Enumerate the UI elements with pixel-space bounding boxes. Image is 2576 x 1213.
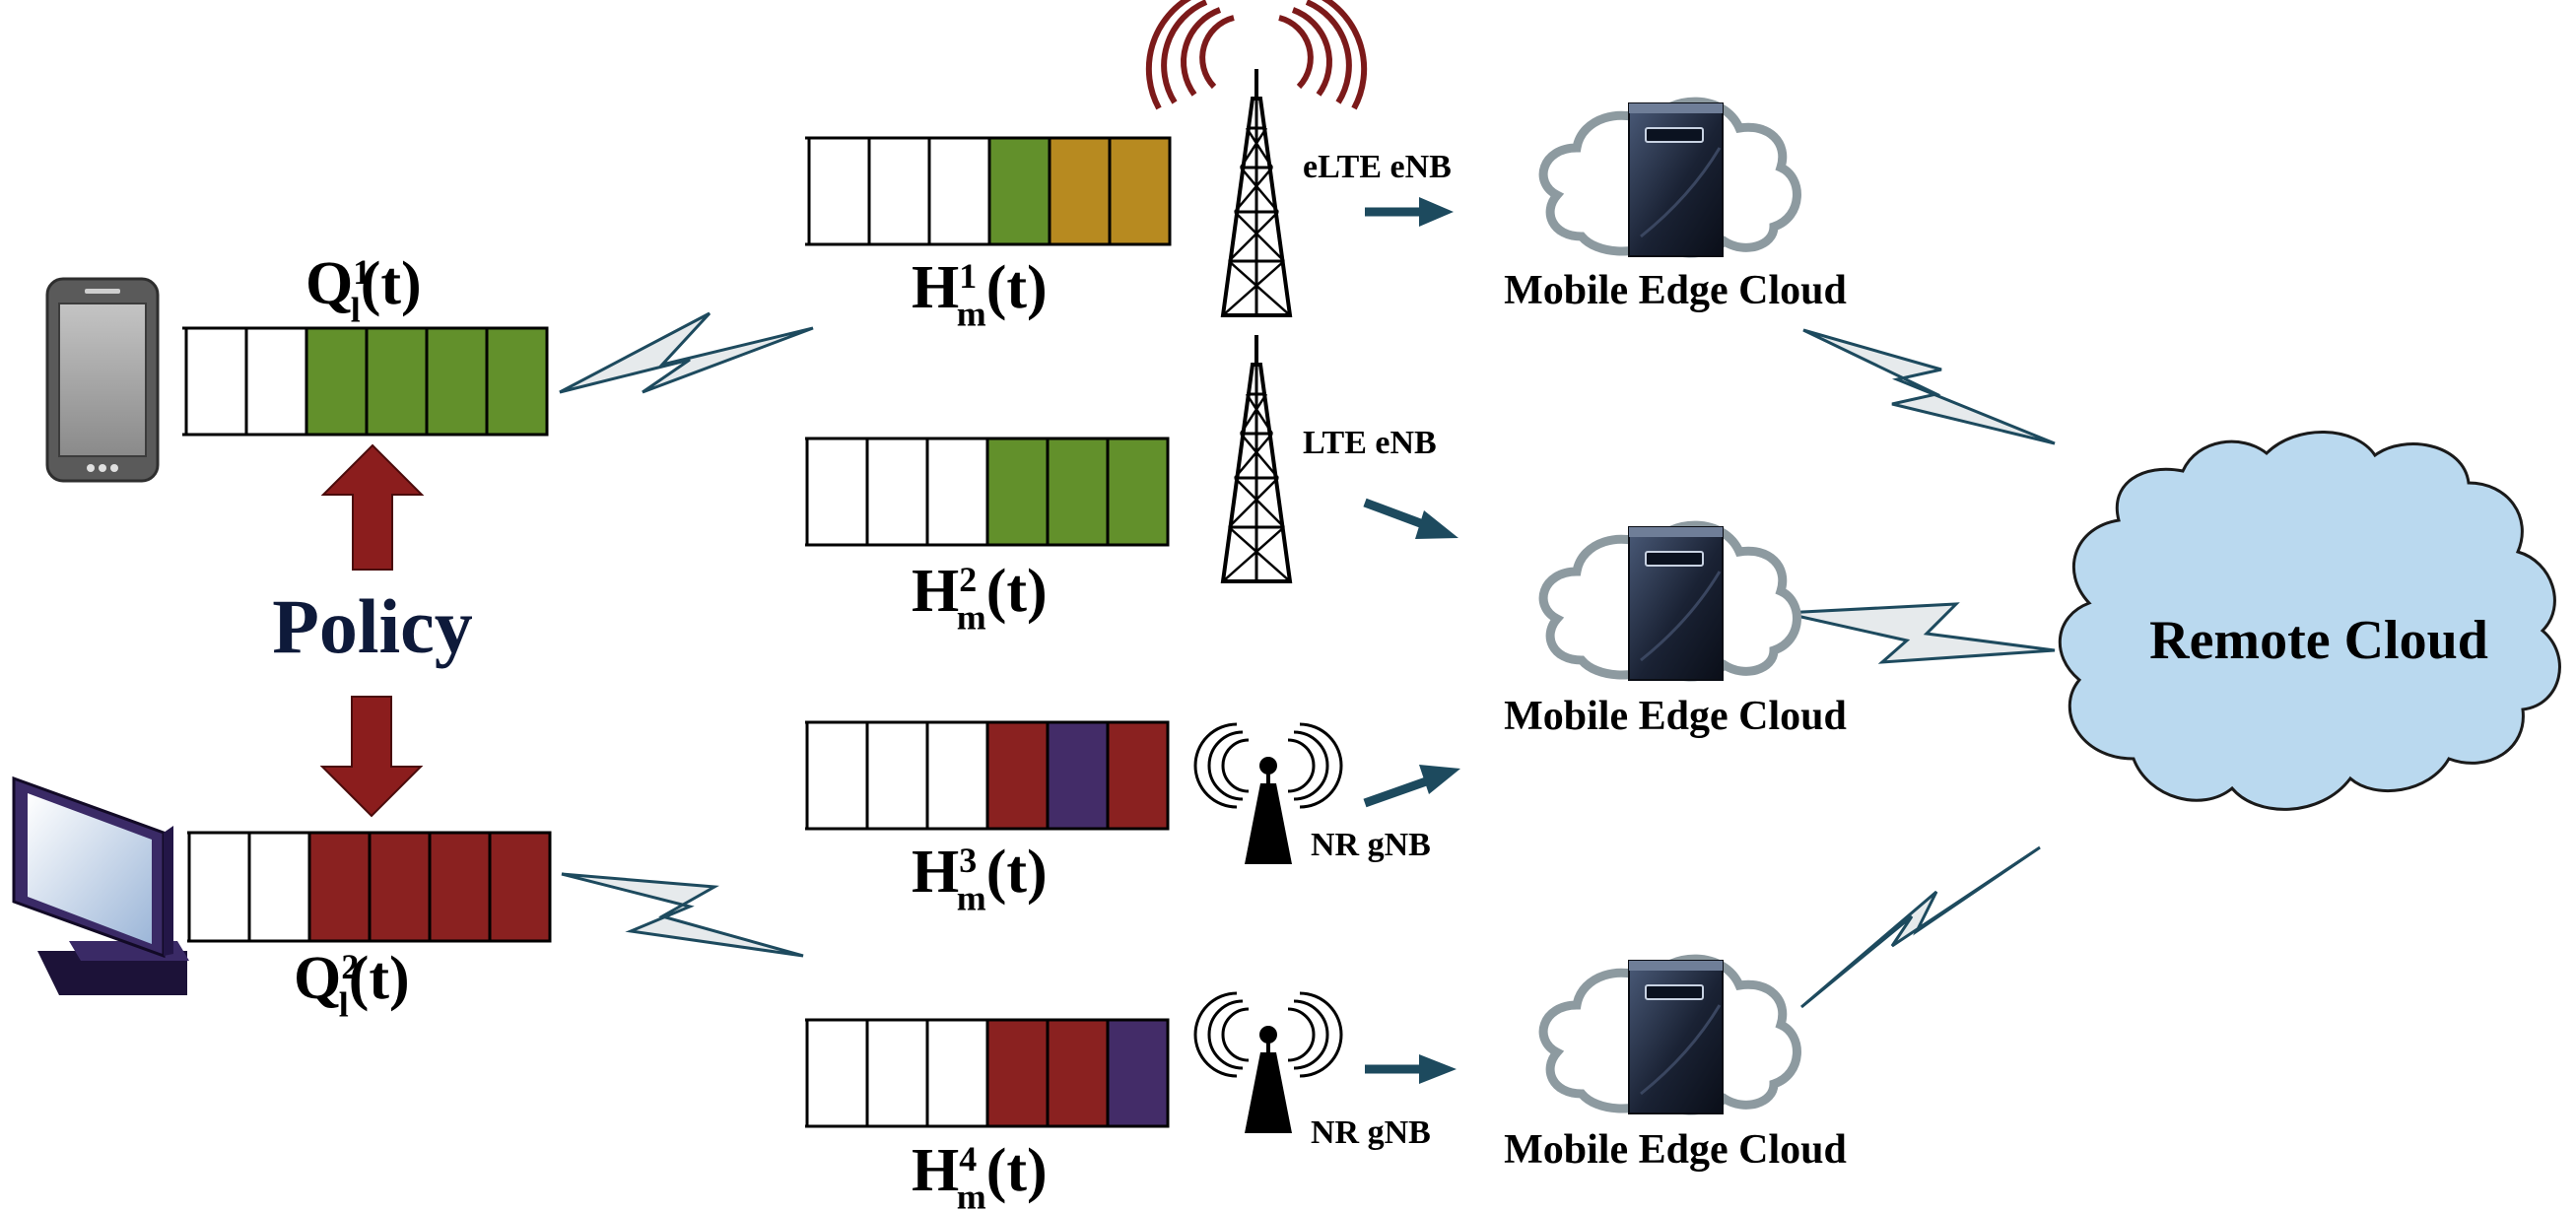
- wireless-link-icon: [1800, 845, 2041, 1009]
- queue-cell-empty: [925, 437, 989, 547]
- queue-cell-red: [1046, 1018, 1110, 1128]
- policy-arrow-up: [320, 443, 425, 571]
- queue-cell-green: [305, 326, 369, 437]
- queue-cell-red: [985, 720, 1050, 831]
- uplink-arrow: [1363, 498, 1458, 539]
- queue-cell-empty: [805, 437, 869, 547]
- queue-h2: [805, 437, 1170, 547]
- queue-cell-empty: [865, 1018, 929, 1128]
- queue-cell-green: [987, 136, 1051, 246]
- wireless-link-icon: [1802, 328, 2056, 445]
- mobile-edge-cloud-3: [1543, 959, 1796, 1113]
- uplink-arrow: [1365, 1054, 1457, 1084]
- queue-cell-empty: [865, 720, 929, 831]
- queue-q1: [182, 326, 549, 437]
- queue-cell-empty: [867, 136, 931, 246]
- queue-cell-green: [985, 437, 1050, 547]
- gnb-antenna-icon: [1193, 991, 1343, 1135]
- queue-h4: [805, 1018, 1170, 1128]
- queue-h3: [805, 720, 1170, 831]
- queue-cell-red: [307, 831, 372, 943]
- antenna-signal-icon: [1145, 0, 1368, 110]
- queue-cell-empty: [244, 326, 308, 437]
- uplink-arrow: [1363, 765, 1460, 808]
- label-bs-4: NR gNB: [1311, 1114, 1431, 1151]
- label-mec-1: Mobile Edge Cloud: [1504, 268, 1847, 313]
- queue-cell-red: [368, 831, 432, 943]
- queue-cell-red: [985, 1018, 1050, 1128]
- policy-label: Policy: [272, 583, 473, 669]
- queue-cell-empty: [927, 136, 991, 246]
- queue-cell-empty: [187, 831, 251, 943]
- mobile-edge-cloud-1: [1543, 101, 1796, 256]
- queue-cell-red: [488, 831, 552, 943]
- queue-cell-green: [1106, 437, 1170, 547]
- remote-cloud-label: Remote Cloud: [2149, 610, 2488, 671]
- queue-cell-gold: [1108, 136, 1172, 246]
- lattice-tower-icon: [1221, 333, 1292, 583]
- wireless-link-icon: [561, 872, 804, 958]
- queue-h1: [805, 136, 1172, 246]
- label-bs-1: eLTE eNB: [1303, 149, 1452, 185]
- queue-cell-red: [1106, 720, 1170, 831]
- queue-cell-green: [485, 326, 549, 437]
- queue-cell-empty: [805, 1018, 869, 1128]
- server-icon: [1543, 525, 1796, 680]
- wireless-link-icon: [559, 311, 814, 394]
- queue-cell-empty: [184, 326, 248, 437]
- queue-cell-empty: [805, 720, 869, 831]
- server-icon: [1543, 101, 1796, 256]
- label-mec-2: Mobile Edge Cloud: [1504, 694, 1847, 739]
- queue-cell-purple: [1046, 720, 1110, 831]
- queue-cell-empty: [925, 720, 989, 831]
- queue-cell-empty: [865, 437, 929, 547]
- queue-cell-green: [365, 326, 429, 437]
- label-bs-2: LTE eNB: [1303, 425, 1437, 461]
- policy-arrow-down: [319, 696, 424, 818]
- label-mec-3: Mobile Edge Cloud: [1504, 1127, 1847, 1173]
- wireless-link-icon: [1783, 602, 2056, 664]
- label-bs-3: NR gNB: [1311, 827, 1431, 863]
- server-icon: [1543, 959, 1796, 1113]
- smartphone-icon: [45, 277, 160, 483]
- mobile-edge-cloud-2: [1543, 525, 1796, 680]
- queue-cell-green: [1046, 437, 1110, 547]
- remote-cloud-icon: [2058, 431, 2561, 811]
- queue-cell-empty: [807, 136, 871, 246]
- queue-cell-purple: [1106, 1018, 1170, 1128]
- uplink-arrow: [1365, 197, 1454, 227]
- queue-cell-red: [428, 831, 492, 943]
- monitor-icon: [12, 775, 189, 995]
- queue-cell-green: [425, 326, 489, 437]
- queue-cell-gold: [1048, 136, 1112, 246]
- queue-cell-empty: [925, 1018, 989, 1128]
- lattice-tower-icon: [1221, 67, 1292, 317]
- queue-cell-empty: [247, 831, 311, 943]
- queue-q2: [187, 831, 552, 943]
